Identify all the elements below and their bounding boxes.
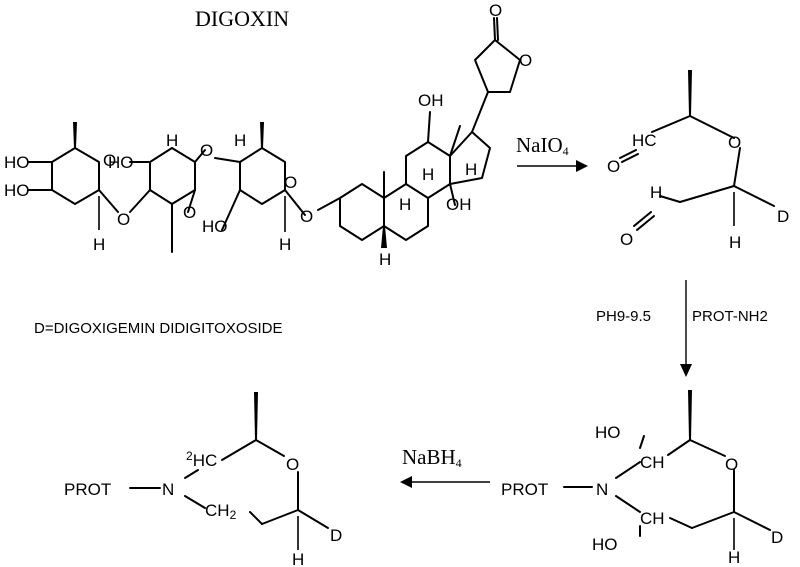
carbinolamine-intermediate (563, 390, 771, 550)
atom-ho: HO (592, 535, 618, 554)
definition-note: D=DIGOXIGEMIN DIDIGITOXOSIDE (34, 320, 283, 337)
atom-h: H (465, 160, 477, 179)
atom-o: O (620, 230, 633, 249)
atom-d: D (777, 207, 789, 226)
atom-o: O (519, 51, 532, 70)
reaction-arrow-periodate-head (576, 160, 588, 172)
atom-o: O (200, 141, 213, 160)
atom-ch: CH (640, 509, 665, 528)
atom-n: N (596, 480, 608, 499)
atom-o: O (117, 210, 130, 229)
atom-o: O (300, 207, 313, 226)
reagent-borohydride: NaBH4 (402, 445, 462, 470)
atom-h: H (93, 235, 105, 254)
atom-o: O (607, 157, 620, 176)
atom-n: N (162, 480, 174, 499)
atom-h: H (234, 131, 246, 150)
atom-h: H (292, 550, 304, 567)
atom-h: H (279, 235, 291, 254)
reagent-periodate: NaIO4 (516, 133, 569, 158)
reagent-protein-amine: PROT-NH2 (692, 308, 768, 325)
atom-ho: HO (202, 217, 228, 236)
atom-o: O (725, 455, 738, 474)
compound-title: DIGOXIN (195, 6, 289, 31)
atom-hc: HC (632, 131, 657, 150)
atom-h: H (422, 165, 434, 184)
reaction-arrow-reduction-head (400, 476, 412, 488)
atom-h: H (166, 131, 178, 150)
atom-o: O (103, 151, 116, 170)
atom-ch2: CH2 (205, 501, 237, 522)
atom-prot: PROT (501, 480, 548, 499)
dialdehyde-intermediate (619, 70, 775, 231)
atom-ho: HO (595, 423, 621, 442)
atom-h: H (379, 250, 391, 269)
atom-o: O (489, 1, 502, 20)
atom-ch: CH (640, 453, 665, 472)
reaction-arrow-coupling-head (680, 364, 692, 377)
atom-o: O (728, 133, 741, 152)
atom-oh: OH (418, 91, 444, 110)
atom-h: H (650, 183, 662, 202)
atom-o: O (284, 173, 297, 192)
atom-oh: OH (446, 195, 472, 214)
atom-d: D (330, 526, 342, 545)
atom-h: H (729, 233, 741, 252)
digoxin-structure (27, 17, 521, 253)
atom-h: H (728, 548, 740, 567)
atom-o: O (286, 455, 299, 474)
reagent-ph: PH9-9.5 (596, 308, 651, 325)
atom-prot: PROT (64, 480, 111, 499)
atom-d: D (771, 528, 783, 547)
atom-hc-2: 2HC (186, 449, 217, 470)
atom-ho: HO (108, 153, 134, 172)
atom-h: H (399, 195, 411, 214)
reduced-conjugate (129, 392, 329, 550)
atom-o: O (183, 203, 196, 222)
atom-ho: HO (4, 181, 30, 200)
atom-ho: HO (4, 153, 30, 172)
